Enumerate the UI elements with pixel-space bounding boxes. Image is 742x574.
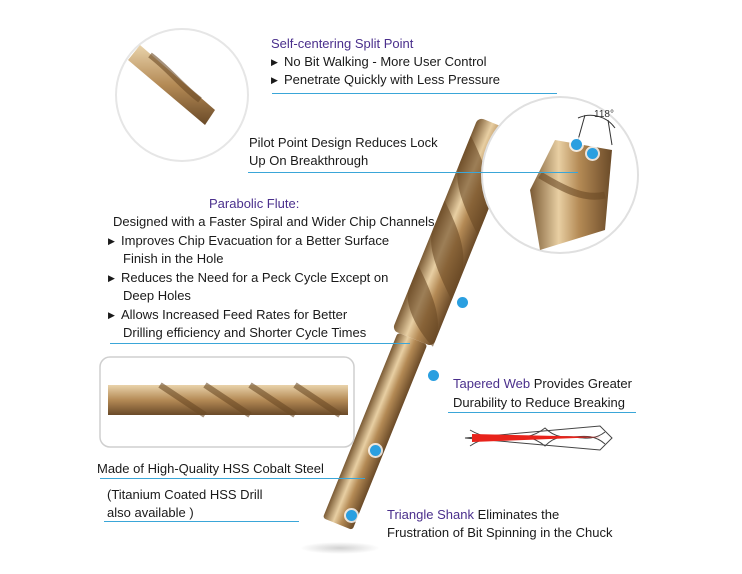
split-point-zoom-circle xyxy=(115,28,249,162)
flute-bullet-1: ▶Improves Chip Evacuation for a Better S… xyxy=(108,233,390,248)
web-line-2: Durability to Reduce Breaking xyxy=(453,395,625,410)
web-dot xyxy=(428,370,439,381)
web-leader-line xyxy=(448,412,636,413)
tapered-web-diagram xyxy=(464,425,613,451)
drill-tip-zoom-circle xyxy=(481,96,639,254)
titanium-leader-line xyxy=(104,521,299,522)
flute-bullet-3: ▶Allows Increased Feed Rates for Better xyxy=(108,307,348,322)
flute-heading: Parabolic Flute: xyxy=(209,196,300,211)
web-line-1: Tapered Web Provides Greater xyxy=(453,376,632,391)
triangle-bullet-icon: ▶ xyxy=(108,273,115,283)
material-note-1: (Titanium Coated HSS Drill xyxy=(107,487,263,502)
split-point-heading: Self-centering Split Point xyxy=(271,36,414,51)
split-point-bullet-1: ▶No Bit Walking - More User Control xyxy=(271,54,487,69)
shank-heading: Triangle Shank xyxy=(387,507,474,522)
split-point-leader-line xyxy=(272,93,557,94)
split-point-dot xyxy=(571,139,582,150)
triangle-bullet-icon: ▶ xyxy=(271,57,278,67)
flute-leader-line xyxy=(110,343,410,344)
drill-shadow xyxy=(300,542,380,554)
flute-bullet-3-cont: Drilling efficiency and Shorter Cycle Ti… xyxy=(123,325,367,340)
shank-line-2: Frustration of Bit Spinning in the Chuck xyxy=(387,525,613,540)
shank-dot xyxy=(346,510,357,521)
flute-bullet-2-cont: Deep Holes xyxy=(123,288,191,303)
pilot-point-leader-line xyxy=(248,172,578,173)
material-note-2: also available ) xyxy=(107,505,194,520)
flute-dot xyxy=(457,297,468,308)
triangle-bullet-icon: ▶ xyxy=(108,236,115,246)
flute-bullet-1-cont: Finish in the Hole xyxy=(123,251,224,266)
triangle-bullet-icon: ▶ xyxy=(271,75,278,85)
material-leader-line xyxy=(100,478,365,479)
flute-bullet-2: ▶Reduces the Need for a Peck Cycle Excep… xyxy=(108,270,389,285)
pilot-point-line-1: Pilot Point Design Reduces Lock xyxy=(249,135,438,150)
material-dot xyxy=(370,445,381,456)
flute-zoom-panel xyxy=(99,356,355,448)
flute-subheading: Designed with a Faster Spiral and Wider … xyxy=(113,214,435,229)
shank-line-1: Triangle Shank Eliminates the xyxy=(387,507,560,522)
web-heading: Tapered Web xyxy=(453,376,531,391)
pilot-point-dot xyxy=(587,148,598,159)
angle-label: 118° xyxy=(594,109,614,120)
split-point-bullet-2: ▶Penetrate Quickly with Less Pressure xyxy=(271,72,501,87)
material-line: Made of High-Quality HSS Cobalt Steel xyxy=(97,461,324,476)
pilot-point-line-2: Up On Breakthrough xyxy=(249,153,369,168)
triangle-bullet-icon: ▶ xyxy=(108,310,115,320)
